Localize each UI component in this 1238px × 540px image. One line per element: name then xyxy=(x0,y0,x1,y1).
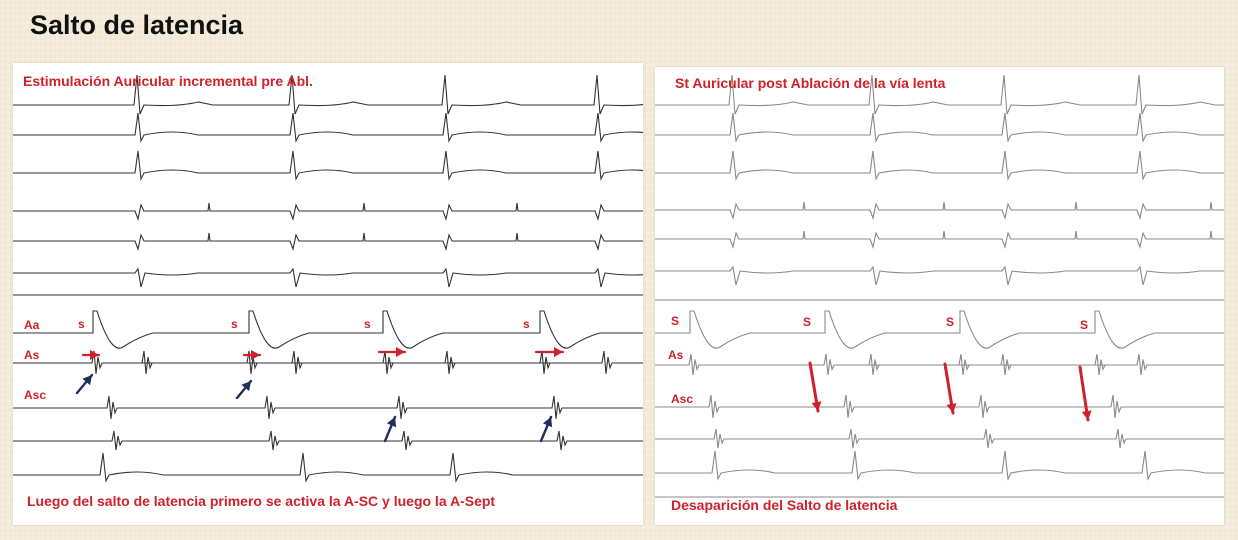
surface-lead-6 xyxy=(655,265,1224,286)
lead-label-asc: Asc xyxy=(24,388,47,402)
navy-arrow-3-head xyxy=(386,417,397,428)
lead-label-as: As xyxy=(24,348,40,362)
lead-label-asc-post: Asc xyxy=(671,392,694,406)
lead-label-s: S xyxy=(671,314,680,328)
ecg-panel-post-ablation: St Auricular post Ablación de la vía len… xyxy=(655,67,1224,525)
surface-lead-5 xyxy=(655,230,1224,249)
red-arrow-as-1-head xyxy=(90,350,99,360)
stimulation-lead-1 xyxy=(655,310,1224,349)
intracardiac-lead-2 xyxy=(13,395,643,419)
navy-arrow-4-head xyxy=(542,417,553,428)
stim-label-1: s xyxy=(78,317,85,331)
red-arrow-as-4-head xyxy=(554,347,563,357)
intracardiac-lead-3 xyxy=(13,430,643,451)
stim-label-post-3: S xyxy=(946,315,955,329)
surface-lead-6 xyxy=(13,267,643,288)
intracardiac-lead-1 xyxy=(13,350,643,374)
intracardiac-lead-2 xyxy=(655,394,1224,418)
surface-lead-2 xyxy=(13,112,643,143)
stim-label-3: s xyxy=(364,317,371,331)
stimulation-lead-1 xyxy=(13,310,643,349)
slide-title: Salto de latencia xyxy=(30,10,244,40)
ecg-tracing-post-ablation xyxy=(655,74,1224,498)
red-arrow-as-3-head xyxy=(396,347,405,357)
red-arrow-as-2-head xyxy=(251,350,260,360)
ecg-tracing-pre-ablation xyxy=(13,74,643,483)
surface-lead-3 xyxy=(655,150,1224,181)
caption-latency-jump: Luego del salto de latencia primero se a… xyxy=(27,493,496,509)
stim-label-post-2: S xyxy=(803,315,812,329)
ecg-panel-pre-ablation: Estimulación Auricular incremental pre A… xyxy=(13,63,643,525)
red-arrow-down-1-head xyxy=(811,401,822,411)
surface-lead-1 xyxy=(13,74,643,115)
stim-label-4: s xyxy=(523,317,530,331)
surface-lead-4 xyxy=(655,201,1224,220)
surface-lead-2 xyxy=(655,112,1224,143)
surface-lead-8 xyxy=(13,452,643,483)
caption-latency-jump-gone: Desaparición del Salto de latencia xyxy=(671,497,898,513)
lead-label-aa: Aa xyxy=(24,318,40,332)
intracardiac-lead-1 xyxy=(655,353,1224,375)
surface-lead-1 xyxy=(655,74,1224,115)
caption-pre-ablation: Estimulación Auricular incremental pre A… xyxy=(23,73,313,89)
surface-lead-3 xyxy=(13,150,643,181)
stim-label-2: s xyxy=(231,317,238,331)
red-arrow-down-3-head xyxy=(1081,410,1092,420)
lead-label-as-post: As xyxy=(668,348,684,362)
navy-arrow-1-head xyxy=(82,375,92,386)
caption-post-ablation: St Auricular post Ablación de la vía len… xyxy=(675,75,946,91)
navy-arrow-2-head xyxy=(241,381,251,392)
stim-label-post-4: S xyxy=(1080,318,1089,332)
surface-lead-8 xyxy=(655,450,1224,481)
surface-lead-5 xyxy=(13,232,643,251)
intracardiac-lead-3 xyxy=(655,428,1224,449)
red-arrow-down-2-head xyxy=(946,403,957,413)
surface-lead-4 xyxy=(13,202,643,221)
